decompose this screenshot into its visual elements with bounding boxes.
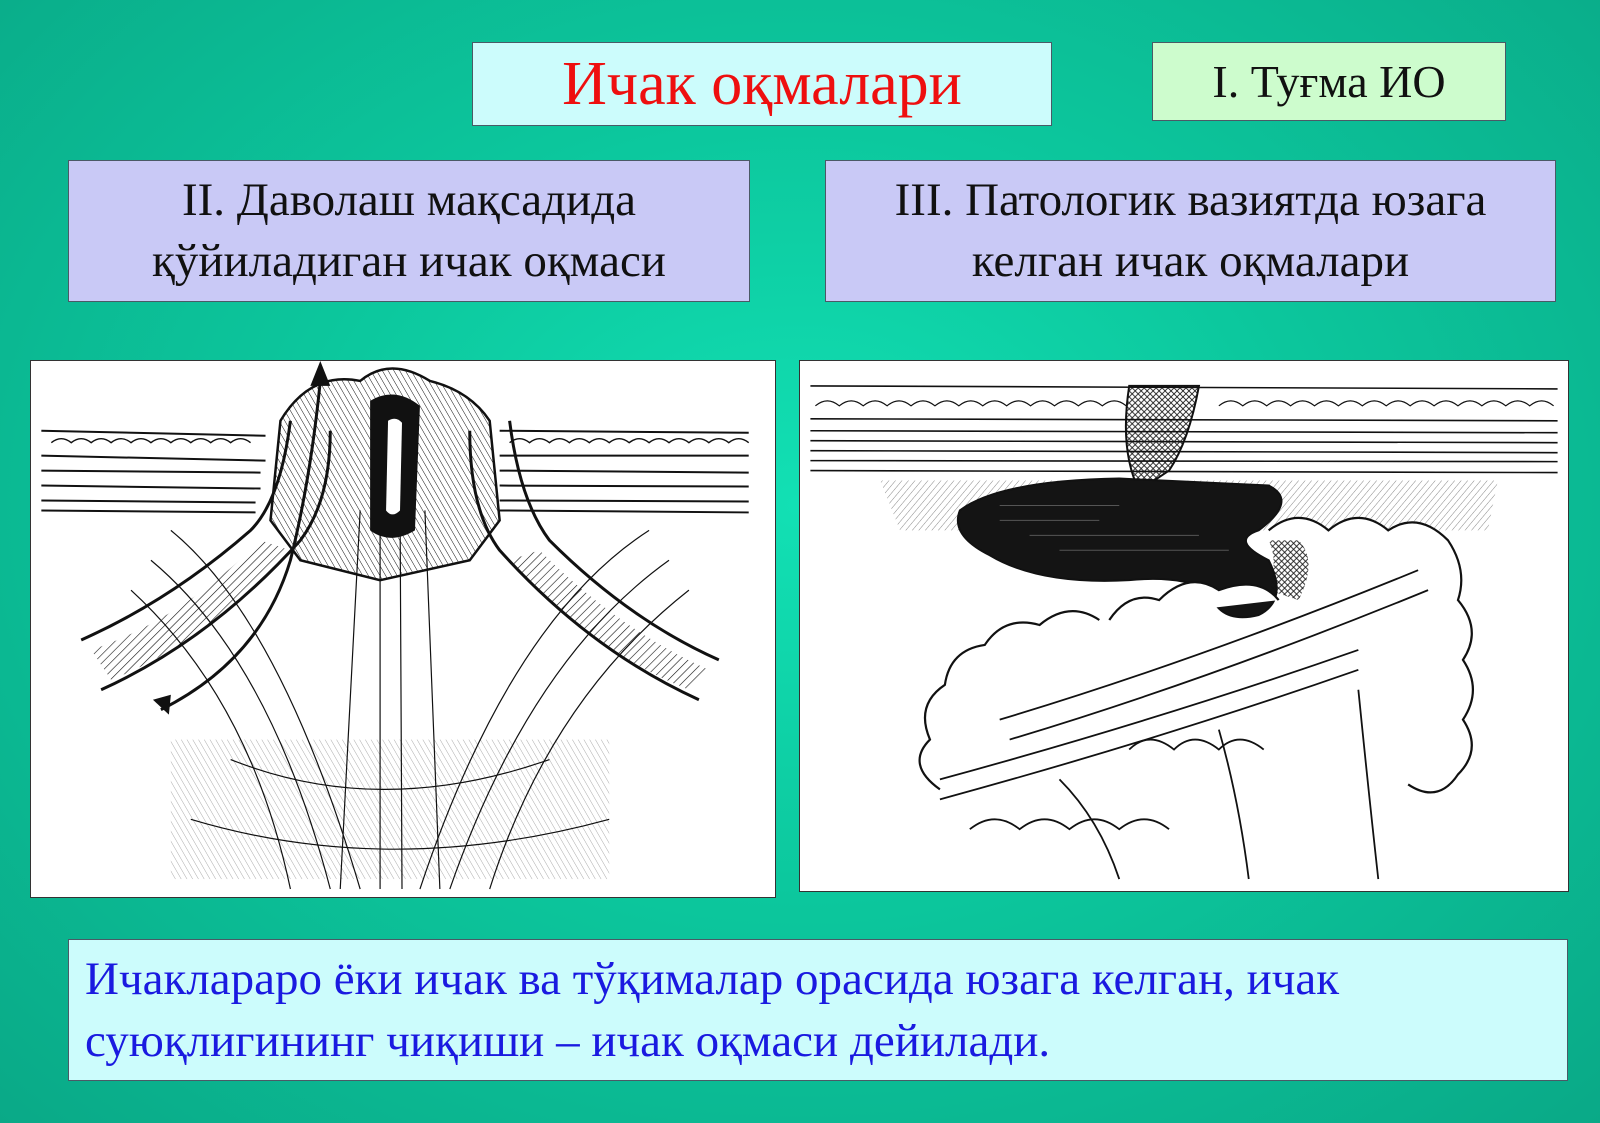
- pathological-fistula-drawing: [810, 384, 1558, 880]
- definition-box: Ичаклараро ёки ичак ва тўқималар орасида…: [68, 939, 1568, 1081]
- slide-title: Ичак оқмалари: [562, 50, 962, 118]
- category-congenital-label: I. Туғма ИО: [1212, 56, 1446, 107]
- category-therapeutic-line2: қўйиладиган ичак оқмаси: [152, 235, 666, 287]
- category-therapeutic-line1: II. Даволаш мақсадида: [182, 174, 636, 226]
- therapeutic-fistula-illustration: [30, 360, 776, 898]
- definition-line2: суюқлигининг чиқиши – ичак оқмаси дейила…: [85, 1015, 1051, 1067]
- title-box: Ичак оқмалари: [472, 42, 1052, 126]
- category-therapeutic-box: II. Даволаш мақсадида қўйиладиган ичак о…: [68, 160, 750, 302]
- category-pathological-line2: келган ичак оқмалари: [971, 235, 1410, 287]
- therapeutic-fistula-drawing: [41, 361, 750, 890]
- definition-line1: Ичаклараро ёки ичак ва тўқималар орасида…: [85, 953, 1340, 1005]
- pathological-fistula-illustration: [799, 360, 1569, 892]
- category-pathological-line1: III. Патологик вазиятда юзага: [894, 174, 1487, 226]
- category-congenital-box: I. Туғма ИО: [1152, 42, 1506, 121]
- category-pathological-box: III. Патологик вазиятда юзага келган ича…: [825, 160, 1556, 302]
